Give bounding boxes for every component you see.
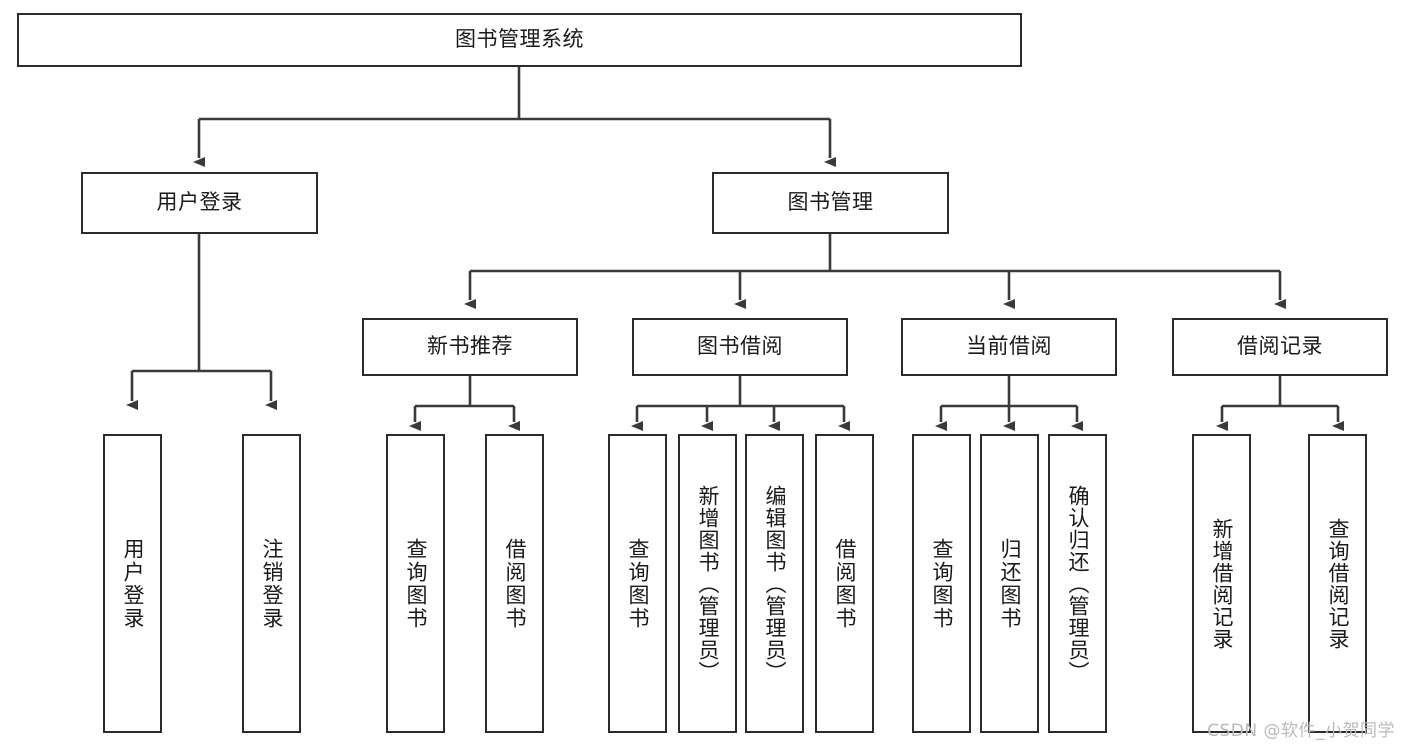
node-label: 借阅图书 — [832, 537, 857, 630]
leaf-borrow-records-query-record[interactable]: 查询借阅记录 — [1308, 434, 1367, 733]
node-label: 图书管理系统 — [455, 27, 584, 52]
leaf-borrow-records-add-record[interactable]: 新增借阅记录 — [1192, 434, 1251, 733]
leaf-current-borrow-confirm-return-admin[interactable]: 确认归还（管理员） — [1048, 434, 1107, 733]
node-label: 编辑图书（管理员） — [762, 484, 787, 683]
leaf-user-login-logout[interactable]: 注销登录 — [242, 434, 301, 733]
node-book-management[interactable]: 图书管理 — [712, 172, 949, 234]
node-label: 查询借阅记录 — [1325, 517, 1350, 650]
node-label: 图书管理 — [787, 190, 874, 215]
node-label: 图书借阅 — [697, 334, 783, 359]
node-label: 借阅图书 — [502, 537, 527, 630]
node-current-borrow[interactable]: 当前借阅 — [901, 318, 1117, 376]
node-new-book-recommendation[interactable]: 新书推荐 — [362, 318, 578, 376]
node-borrow-records[interactable]: 借阅记录 — [1172, 318, 1388, 376]
leaf-book-borrow-add-book-admin[interactable]: 新增图书（管理员） — [678, 434, 737, 733]
node-label: 用户登录 — [120, 537, 145, 630]
node-user-login[interactable]: 用户登录 — [81, 172, 318, 234]
leaf-book-borrow-query-books[interactable]: 查询图书 — [608, 434, 667, 733]
node-root-library-management-system[interactable]: 图书管理系统 — [17, 13, 1022, 67]
node-label: 查询图书 — [929, 537, 954, 630]
leaf-user-login-login[interactable]: 用户登录 — [103, 434, 162, 733]
leaf-current-borrow-query-books[interactable]: 查询图书 — [912, 434, 971, 733]
node-label: 借阅记录 — [1237, 334, 1323, 359]
leaf-current-borrow-return-books[interactable]: 归还图书 — [980, 434, 1039, 733]
node-label: 确认归还（管理员） — [1065, 484, 1090, 683]
node-label: 当前借阅 — [966, 334, 1052, 359]
node-label: 新书推荐 — [427, 334, 513, 359]
leaf-book-borrow-borrow-books[interactable]: 借阅图书 — [815, 434, 874, 733]
node-label: 查询图书 — [625, 537, 650, 630]
node-label: 查询图书 — [403, 537, 428, 630]
leaf-new-book-borrow-books[interactable]: 借阅图书 — [485, 434, 544, 733]
node-label: 注销登录 — [259, 537, 284, 630]
node-label: 新增图书（管理员） — [695, 484, 720, 683]
node-label: 新增借阅记录 — [1209, 517, 1234, 650]
leaf-book-borrow-edit-book-admin[interactable]: 编辑图书（管理员） — [745, 434, 804, 733]
node-book-borrow[interactable]: 图书借阅 — [632, 318, 848, 376]
node-label: 用户登录 — [156, 190, 243, 215]
leaf-new-book-query-books[interactable]: 查询图书 — [386, 434, 445, 733]
node-label: 归还图书 — [997, 537, 1022, 630]
